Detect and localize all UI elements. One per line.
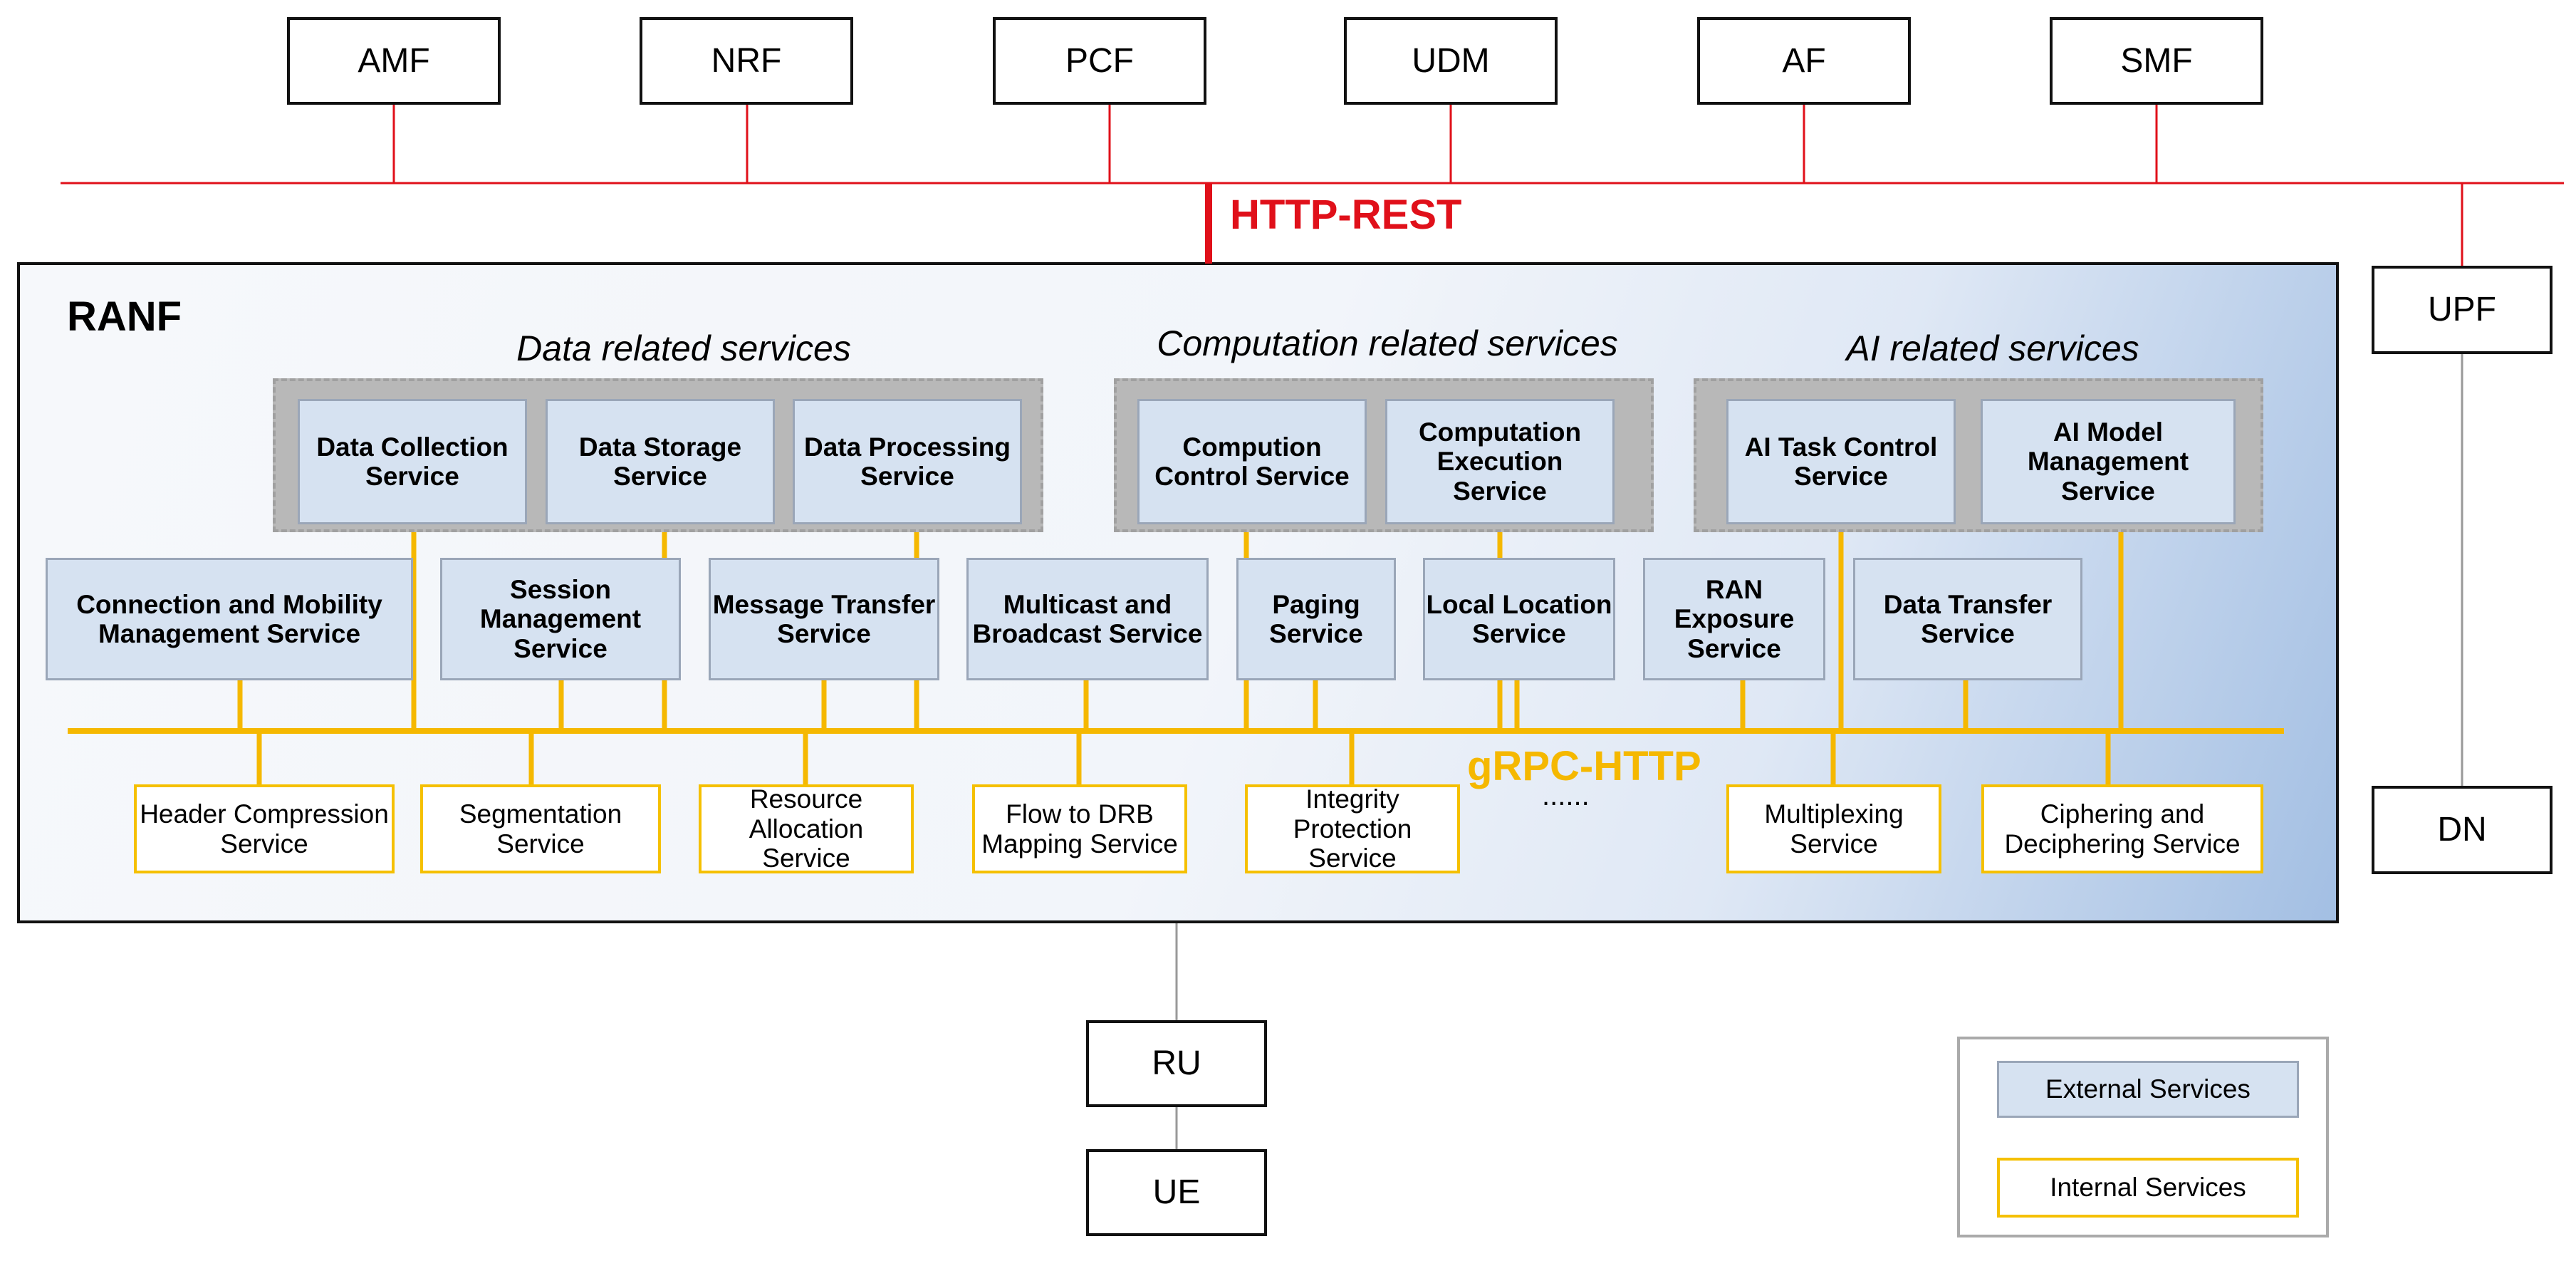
data-collection-label: Data Collection Service xyxy=(316,432,509,491)
ranf-title: RANF xyxy=(67,294,182,340)
pcf-label: PCF xyxy=(1065,41,1134,80)
dn-box: DN xyxy=(2372,786,2552,874)
udm-box: UDM xyxy=(1344,17,1558,105)
amf-box: AMF xyxy=(287,17,501,105)
ru-label: RU xyxy=(1152,1044,1201,1083)
session-management-label: Session Management Service xyxy=(479,574,642,663)
data-processing-label: Data Processing Service xyxy=(804,432,1011,491)
udm-label: UDM xyxy=(1412,41,1490,80)
more-services-ellipsis: ...... xyxy=(1542,780,1590,811)
ai-model-management-label: AI Model Management Service xyxy=(2027,417,2189,506)
grpc-http-label: gRPC-HTTP xyxy=(1467,743,1701,789)
legend-internal-label: Internal Services xyxy=(2050,1173,2246,1203)
connection-mobility-management-service: Connection and Mobility Management Servi… xyxy=(46,558,413,680)
flow-to-drb-label: Flow to DRB Mapping Service xyxy=(981,799,1178,858)
header-compression-service: Header Compression Service xyxy=(134,784,395,873)
legend-internal-swatch: Internal Services xyxy=(1997,1158,2299,1218)
http-rest-label: HTTP-REST xyxy=(1230,192,1462,238)
data-processing-service: Data Processing Service xyxy=(793,399,1022,524)
data-storage-service: Data Storage Service xyxy=(546,399,775,524)
multiplexing-label: Multiplexing Service xyxy=(1764,799,1904,858)
data-transfer-service: Data Transfer Service xyxy=(1853,558,2082,680)
local-location-label: Local Location Service xyxy=(1426,589,1612,648)
segmentation-service: Segmentation Service xyxy=(420,784,661,873)
smf-box: SMF xyxy=(2050,17,2263,105)
smf-label: SMF xyxy=(2120,41,2193,80)
integrity-protection-service: Integrity Protection Service xyxy=(1245,784,1460,873)
ai-group-title: AI related services xyxy=(1846,328,2139,368)
af-box: AF xyxy=(1697,17,1911,105)
ue-box: UE xyxy=(1086,1149,1267,1236)
legend-external-label: External Services xyxy=(2045,1074,2251,1104)
ciphering-deciphering-service: Ciphering and Deciphering Service xyxy=(1981,784,2263,873)
connection-mobility-label: Connection and Mobility Management Servi… xyxy=(76,589,382,648)
integrity-protection-label: Integrity Protection Service xyxy=(1293,784,1412,873)
ue-label: UE xyxy=(1152,1173,1201,1212)
resource-allocation-label: Resource Allocation Service xyxy=(749,784,864,873)
upf-box: UPF xyxy=(2372,266,2552,354)
pcf-box: PCF xyxy=(993,17,1206,105)
data-storage-label: Data Storage Service xyxy=(578,432,742,491)
upf-label: UPF xyxy=(2428,291,2496,329)
header-compression-label: Header Compression Service xyxy=(140,799,389,858)
legend-external-swatch: External Services xyxy=(1997,1061,2299,1118)
ai-model-management-service: AI Model Management Service xyxy=(1981,399,2236,524)
legend: External Services Internal Services xyxy=(1957,1037,2329,1237)
ran-exposure-label: RAN Exposure Service xyxy=(1674,574,1795,663)
data-transfer-label: Data Transfer Service xyxy=(1883,589,2053,648)
compution-control-service: Compution Control Service xyxy=(1137,399,1367,524)
ai-task-control-label: AI Task Control Service xyxy=(1744,432,1938,491)
computation-execution-service: Computation Execution Service xyxy=(1385,399,1615,524)
af-label: AF xyxy=(1782,41,1826,80)
amf-label: AMF xyxy=(358,41,430,80)
ran-exposure-service: RAN Exposure Service xyxy=(1643,558,1825,680)
multicast-broadcast-label: Multicast and Broadcast Service xyxy=(972,589,1203,648)
message-transfer-label: Message Transfer Service xyxy=(712,589,936,648)
computation-execution-label: Computation Execution Service xyxy=(1418,417,1582,506)
data-collection-service: Data Collection Service xyxy=(298,399,527,524)
ru-box: RU xyxy=(1086,1020,1267,1107)
ciphering-deciphering-label: Ciphering and Deciphering Service xyxy=(2004,799,2241,858)
paging-service: Paging Service xyxy=(1236,558,1396,680)
compution-control-label: Compution Control Service xyxy=(1154,432,1350,491)
paging-label: Paging Service xyxy=(1269,589,1363,648)
session-management-service: Session Management Service xyxy=(440,558,681,680)
nrf-label: NRF xyxy=(711,41,782,80)
resource-allocation-service: Resource Allocation Service xyxy=(699,784,914,873)
segmentation-label: Segmentation Service xyxy=(459,799,622,858)
nrf-box: NRF xyxy=(640,17,853,105)
multicast-broadcast-service: Multicast and Broadcast Service xyxy=(966,558,1209,680)
message-transfer-service: Message Transfer Service xyxy=(709,558,939,680)
multiplexing-service: Multiplexing Service xyxy=(1726,784,1941,873)
flow-to-drb-mapping-service: Flow to DRB Mapping Service xyxy=(972,784,1187,873)
local-location-service: Local Location Service xyxy=(1423,558,1615,680)
dn-label: DN xyxy=(2437,811,2487,849)
ai-task-control-service: AI Task Control Service xyxy=(1726,399,1956,524)
data-group-title: Data related services xyxy=(516,328,851,368)
computation-group-title: Computation related services xyxy=(1157,323,1618,363)
